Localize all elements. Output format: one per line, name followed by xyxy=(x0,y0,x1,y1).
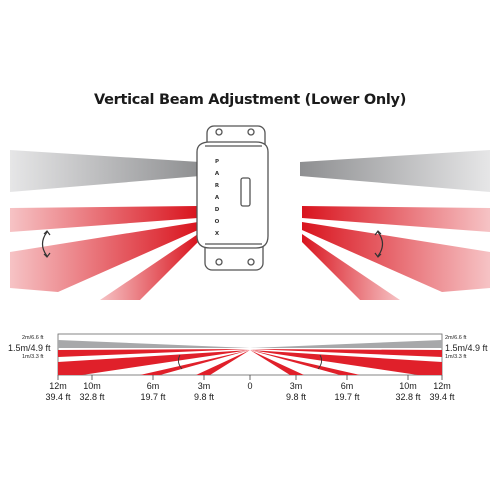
svg-text:A: A xyxy=(215,195,220,201)
beam-lower-right-2 xyxy=(302,222,490,292)
range-red-right-2 xyxy=(250,350,442,375)
svg-text:P: P xyxy=(215,159,219,165)
adjust-arrow-left-icon xyxy=(41,230,51,258)
beam-lower-right-3 xyxy=(302,234,400,300)
beam-lower-left-1 xyxy=(10,206,198,232)
height-label-mid-right: 1.5m/4.9 ft xyxy=(445,343,488,353)
height-label-bottom-right: 1m/3.3 ft xyxy=(445,354,467,360)
adjust-arrow-right-icon xyxy=(374,230,384,258)
range-small-arrows xyxy=(177,354,323,370)
svg-text:X: X xyxy=(215,231,220,237)
height-label-top-left: 2m/6.6 ft xyxy=(22,335,44,341)
range-red-left-3 xyxy=(140,350,250,375)
range-red-left-1 xyxy=(58,349,250,357)
range-ticks xyxy=(57,375,443,380)
range-red-right-3 xyxy=(250,350,360,375)
height-label-mid-left: 1.5m/4.9 ft xyxy=(8,343,51,353)
beam-upper-right xyxy=(300,150,490,192)
range-red-left-4 xyxy=(196,350,250,375)
svg-text:O: O xyxy=(215,219,220,225)
beam-lower-left-2 xyxy=(10,222,198,292)
height-label-bottom-left: 1m/3.3 ft xyxy=(22,354,44,360)
svg-text:A: A xyxy=(215,171,220,177)
svg-text:R: R xyxy=(215,183,220,189)
height-label-top-right: 2m/6.6 ft xyxy=(445,335,467,341)
beam-upper-left xyxy=(10,150,200,192)
svg-text:D: D xyxy=(215,207,220,213)
range-red-right-1 xyxy=(250,349,442,357)
range-gray-left xyxy=(58,340,250,348)
distance-label: 0 xyxy=(247,381,253,391)
detector-device xyxy=(196,125,269,271)
beam-lower-right-1 xyxy=(302,206,490,232)
device-brand-letters: P A R A D O X xyxy=(215,159,220,237)
page-title: Vertical Beam Adjustment (Lower Only) xyxy=(93,92,407,108)
beam-lower-left-3 xyxy=(100,234,198,300)
range-gray-right xyxy=(250,340,442,348)
range-red-left-2 xyxy=(58,350,250,375)
range-red-right-4 xyxy=(250,350,304,375)
